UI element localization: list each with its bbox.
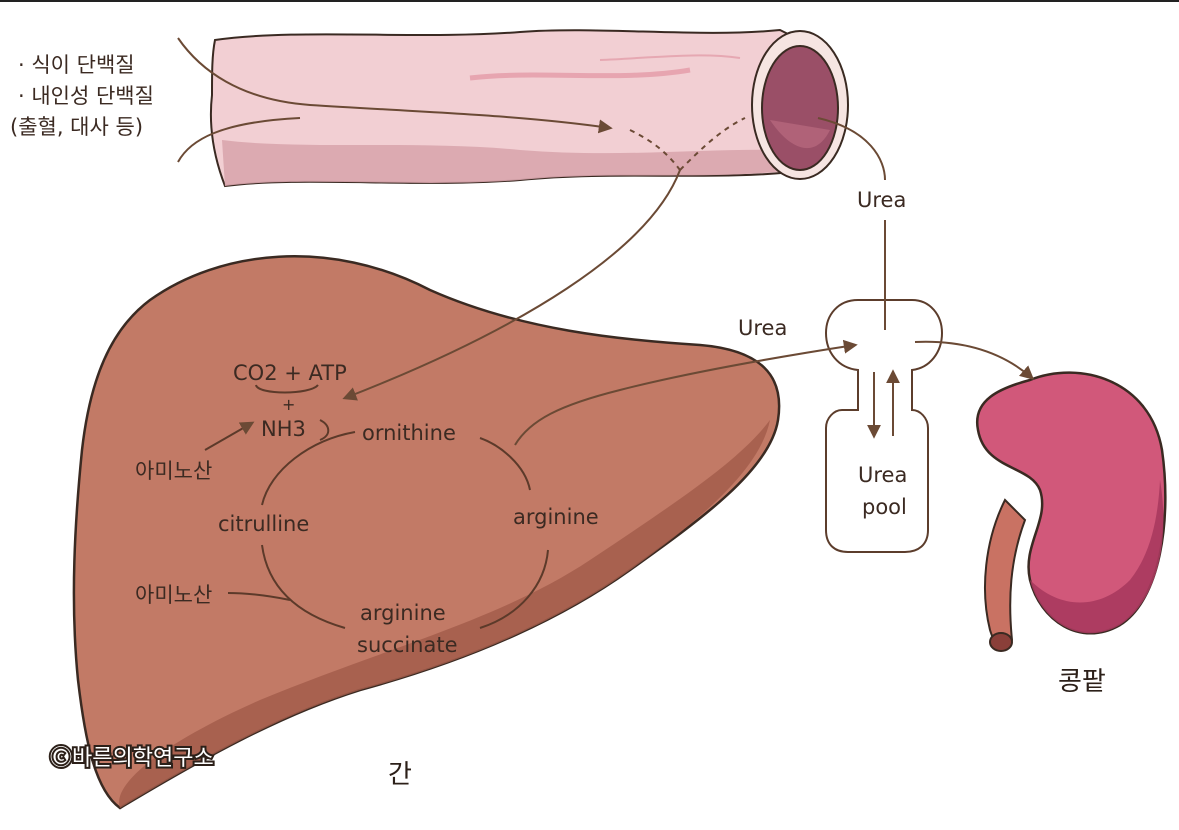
urea-top-label: Urea <box>857 188 906 212</box>
amino-acid-bottom-line <box>227 592 291 601</box>
cycle-arc-succinate-arginine <box>479 549 549 629</box>
urea-flow-labels: Urea Urea Urea pool <box>738 188 907 519</box>
copyright-label: ⓒ바른의학연구소 <box>50 746 214 771</box>
protein-sources-labels: · 식이 단백질 · 내인성 단백질 (출혈, 대사 등) <box>10 53 154 139</box>
dashed-path-left <box>629 129 681 171</box>
cycle-arc-ornithine-citrulline <box>261 431 356 506</box>
urea-pool-label-1: Urea <box>858 463 907 487</box>
arginine-succinate-label-1: arginine <box>360 601 446 625</box>
cycle-labels: CO2 + ATP + NH3 ornithine arginine citru… <box>135 361 599 657</box>
ornithine-label: ornithine <box>362 421 456 445</box>
protein-arrow-top <box>177 37 613 134</box>
nh3-hook <box>319 419 330 441</box>
dashed-path-right <box>679 117 746 171</box>
amino-acid-top-label: 아미노산 <box>135 459 212 483</box>
amino-acid-top-arrow <box>204 421 255 451</box>
kidney-label: 콩팥 <box>1058 667 1106 697</box>
urea-pool-vessel <box>824 299 944 553</box>
protein-source-examples: (출혈, 대사 등) <box>10 115 143 139</box>
co2-atp-label: CO2 + ATP <box>233 361 347 385</box>
intestine-to-urea-line <box>817 117 886 181</box>
cycle-arc-arginine-ornithine <box>479 437 531 491</box>
intestine-illustration <box>209 28 849 188</box>
arginine-succinate-label-2: succinate <box>357 633 458 657</box>
liver-to-pool-arrow <box>514 339 858 446</box>
flow-lines <box>177 37 1035 446</box>
protein-line-bottom <box>177 117 301 163</box>
citrulline-label: citrulline <box>218 512 309 536</box>
protein-source-dietary: · 식이 단백질 <box>18 53 135 77</box>
liver-illustration <box>72 255 781 810</box>
urea-left-label: Urea <box>738 316 787 340</box>
protein-source-endogenous: · 내인성 단백질 <box>18 84 154 108</box>
liver-label: 간 <box>388 760 412 790</box>
amino-acid-bottom-label: 아미노산 <box>135 583 212 607</box>
co2-atp-bracket <box>255 384 319 394</box>
kidney-illustration <box>975 371 1167 652</box>
cycle-arc-citrulline-succinate <box>261 544 346 629</box>
urea-cycle-arcs <box>204 384 549 629</box>
urea-pool-label-2: pool <box>862 495 907 519</box>
plus-label: + <box>282 395 295 414</box>
pool-to-kidney-arrow <box>914 340 1035 380</box>
absorption-to-liver-arrow <box>342 169 681 401</box>
arginine-label: arginine <box>513 505 599 529</box>
nh3-label: NH3 <box>261 417 306 441</box>
